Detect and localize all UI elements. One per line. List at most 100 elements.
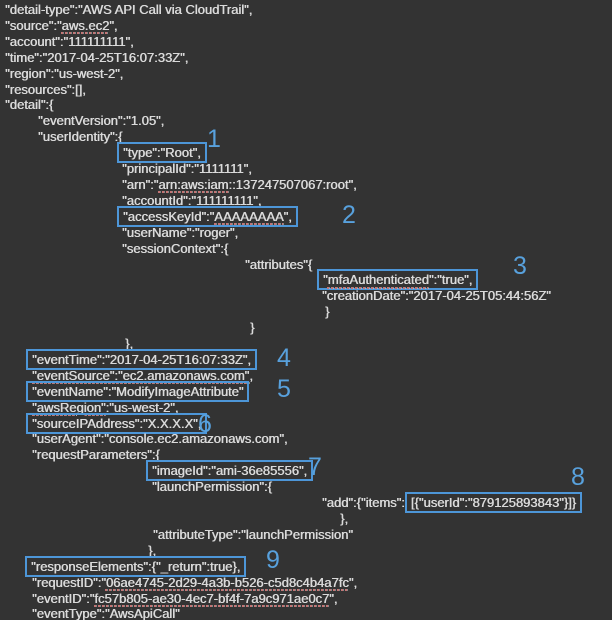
spellcheck-underlined-text: AwsApiCall <box>109 606 175 620</box>
code-text: "type":"Root", <box>123 145 201 161</box>
code-line-27: "userAgent":"console.ec2.amazonaws.com", <box>0 431 612 447</box>
spellcheck-underlined-text: fc57b805-ae30-4ec7-bf4f-7a9c971ae0c7 <box>94 590 330 606</box>
code-text: "eventID":" <box>32 590 95 606</box>
code-text: "userAgent":"console.ec2.amazonaws.com", <box>32 431 288 447</box>
code-text: "eventTime":"2017-04-25T16:07:33Z", <box>32 351 251 367</box>
code-text: "eventVersion":"1.05", <box>38 113 165 129</box>
spellcheck-underlined-text: 06ae4745-2d29-4a3b-b526-c5d8c4b4a7fc <box>105 574 349 590</box>
code-text: "requestID":" <box>32 574 106 590</box>
code-line-18: "creationDate":"2017-04-25T05:44:56Z" <box>0 288 612 304</box>
code-line-0: "detail-type":"AWS API Call via CloudTra… <box>0 2 612 18</box>
code-line-23: "eventSource":"ec2.amazonaws.com", <box>0 368 612 384</box>
annotation-number-6: 6 <box>198 410 212 438</box>
code-line-11: "arn":"arn:aws:iam::137247507067:root", <box>0 177 612 193</box>
code-line-32: }, <box>0 511 612 527</box>
code-line-8: "userIdentity":{ <box>0 129 612 145</box>
spellcheck-underlined-text: arn:aws:iam <box>158 176 229 192</box>
code-line-26: "sourceIPAddress":"X.X.X.X", <box>0 412 612 434</box>
highlight-box: "type":"Root", <box>117 142 207 164</box>
code-line-28: "requestParameters":{ <box>0 447 612 463</box>
spellcheck-underlined-text: "eventSource":"ec2.amazonaws.com" <box>32 367 250 383</box>
spellcheck-underlined-text: "awsRegion" <box>32 399 106 415</box>
code-line-6: "detail":{ <box>0 97 612 113</box>
code-text: "accessKeyId":" <box>123 208 215 224</box>
code-text: }, <box>125 336 133 352</box>
spellcheck-underlined-text: AAAAAAAA <box>214 208 284 224</box>
spellcheck-underlined-text: aws.ec2 <box>61 17 110 33</box>
code-text: "add":{"items": <box>322 495 405 511</box>
code-text: "creationDate":"2017-04-25T05:44:56Z" <box>322 288 551 304</box>
code-line-30: "launchPermission":{ <box>0 479 612 495</box>
code-text: "detail":{ <box>5 97 54 113</box>
code-text: "userIdentity":{ <box>38 129 123 145</box>
code-text: "attributeType":"launchPermission" <box>153 526 353 542</box>
highlight-box: "imageId":"ami-36e85556", <box>146 460 314 482</box>
code-text: "region":"us-west-2", <box>5 65 124 81</box>
code-text: "detail-type":"AWS API Call via CloudTra… <box>5 2 253 17</box>
code-text: ", <box>329 590 338 606</box>
highlight-box: [{"userId":"879125893843"}]} <box>404 492 582 514</box>
highlight-box: "sourceIPAddress":"X.X.X.X", <box>26 412 208 434</box>
highlight-box: "mfaAuthenticated":"true", <box>317 269 479 291</box>
code-line-21: }, <box>0 336 612 352</box>
code-text: "responseElements":{"_return":true}, <box>31 558 241 574</box>
code-line-15: "sessionContext":{ <box>0 241 612 257</box>
code-line-4: "region":"us-west-2", <box>0 66 612 82</box>
code-text: } <box>325 304 330 320</box>
code-line-13: "accessKeyId":"AAAAAAAA", <box>0 205 612 227</box>
spellcheck-underlined-text: mfaAuthenticated <box>327 272 429 288</box>
highlight-box: "eventName":"ModifyImageAttribute" <box>26 380 250 402</box>
annotation-number-3: 3 <box>513 252 527 280</box>
code-text: ":"true", <box>428 272 473 288</box>
highlight-box: "responseElements":{"_return":true}, <box>25 555 247 577</box>
code-text: }, <box>148 542 156 558</box>
code-line-36: "requestID":"06ae4745-2d29-4a3b-b526-c5d… <box>0 575 612 591</box>
code-line-16: "attributes"{ <box>0 257 612 273</box>
code-text: ", <box>283 208 292 224</box>
code-line-1: "source":"aws.ec2", <box>0 18 612 34</box>
code-line-34: }, <box>0 543 612 559</box>
code-text: "eventName":"ModifyImageAttribute" <box>32 383 244 399</box>
code-line-14: "userName":"roger", <box>0 225 612 241</box>
code-line-38: "eventType":"AwsApiCall" <box>0 606 612 620</box>
annotation-number-8: 8 <box>571 463 585 491</box>
code-text: "imageId":"ami-36e85556", <box>152 463 308 479</box>
code-line-22: "eventTime":"2017-04-25T16:07:33Z", <box>0 348 612 370</box>
code-line-25: "awsRegion":"us-west-2", <box>0 400 612 416</box>
code-text: "source":" <box>5 17 62 33</box>
code-text: "sessionContext":{ <box>122 240 229 256</box>
highlight-box: "eventTime":"2017-04-25T16:07:33Z", <box>26 348 257 370</box>
code-text: "principalId":"1111111", <box>122 161 252 177</box>
code-text: ::137247507067:root", <box>228 176 357 192</box>
code-text: "resources":[], <box>5 81 86 97</box>
code-text: [{"userId":"879125893843"}]} <box>410 495 576 511</box>
code-text: }, <box>340 511 348 526</box>
code-line-3: "time":"2017-04-25T16:07:33Z", <box>0 50 612 66</box>
code-text: "requestParameters":{ <box>32 447 160 463</box>
code-line-24: "eventName":"ModifyImageAttribute" <box>0 380 612 402</box>
code-line-10: "principalId":"1111111", <box>0 161 612 177</box>
code-text: ", <box>109 17 118 33</box>
code-text: " <box>323 272 328 288</box>
code-line-33: "attributeType":"launchPermission" <box>0 527 612 543</box>
annotation-number-2: 2 <box>342 201 356 229</box>
code-line-2: "account":"111111111", <box>0 34 612 50</box>
code-text: "time":"2017-04-25T16:07:33Z", <box>5 49 189 65</box>
code-line-35: "responseElements":{"_return":true}, <box>0 555 612 577</box>
code-line-9: "type":"Root", <box>0 142 612 164</box>
code-text: "attributes"{ <box>245 256 313 272</box>
code-line-5: "resources":[], <box>0 82 612 98</box>
code-text: " <box>174 606 180 620</box>
code-line-29: "imageId":"ami-36e85556", <box>0 460 612 482</box>
highlight-box: "accessKeyId":"AAAAAAAA", <box>117 205 298 227</box>
code-line-20: } <box>0 320 612 336</box>
code-line-17: "mfaAuthenticated":"true", <box>0 269 612 291</box>
annotation-number-9: 9 <box>266 546 280 574</box>
annotation-number-5: 5 <box>277 375 291 403</box>
code-text: } <box>250 320 255 336</box>
code-text: ", <box>348 574 357 590</box>
code-line-7: "eventVersion":"1.05", <box>0 113 612 129</box>
code-text: "userName":"roger", <box>122 224 238 240</box>
